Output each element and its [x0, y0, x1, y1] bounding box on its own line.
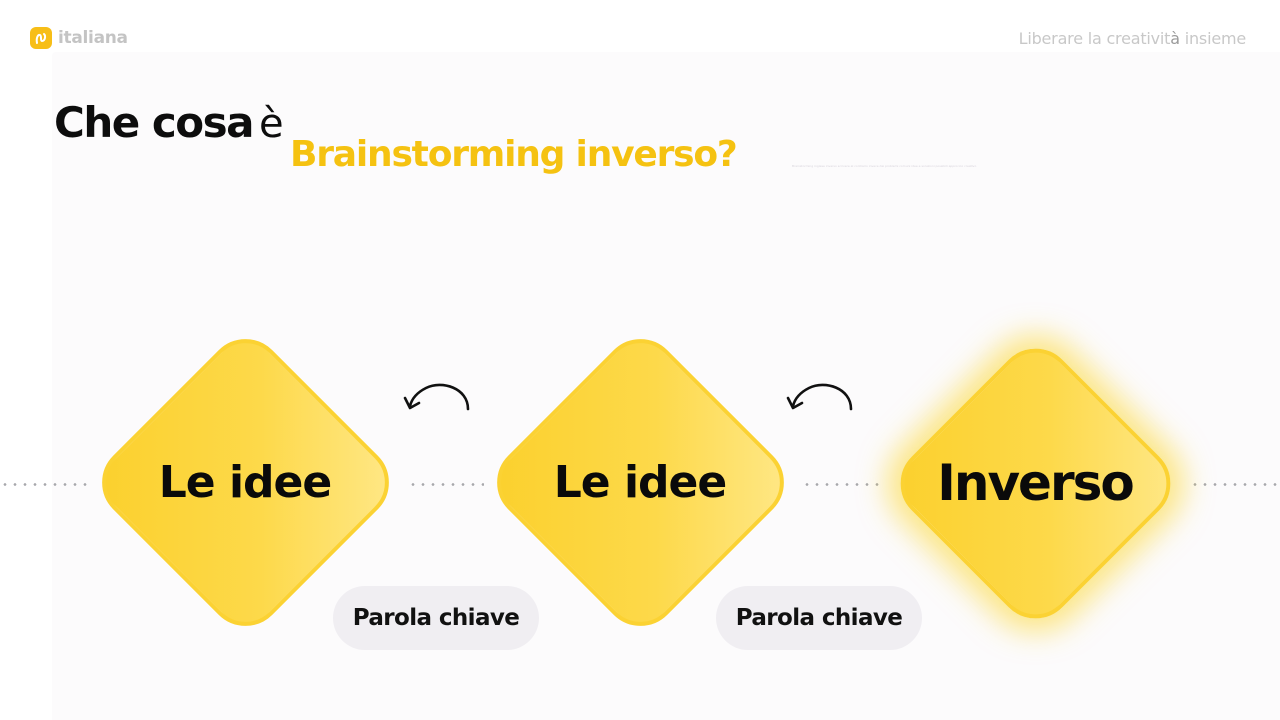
- title-main-text: Che cosa: [54, 98, 254, 147]
- fine-print: Brainstorming inglese inverso scrivere a…: [792, 164, 977, 168]
- tagline-accent: à: [1170, 29, 1180, 48]
- logo-swirl-icon: [30, 27, 52, 49]
- logo-text: italiana: [58, 28, 128, 48]
- brand-logo: italiana: [30, 27, 128, 49]
- tagline-suffix: insieme: [1179, 29, 1246, 48]
- curved-arrow-left-icon: [786, 383, 853, 411]
- flow-node-ideas-2: Le idee: [480, 322, 800, 642]
- title-highlight: Brainstorming inverso?: [290, 134, 738, 175]
- curved-arrow-left-icon: [403, 383, 470, 411]
- node-label: Le idee: [158, 456, 332, 508]
- dotted-line: [1190, 483, 1280, 486]
- dotted-line: [802, 483, 882, 486]
- title-connector: è: [258, 101, 284, 147]
- node-label: Inverso: [937, 454, 1134, 512]
- keyword-pill: Parola chiave: [716, 586, 922, 650]
- keyword-pill: Parola chiave: [333, 586, 539, 650]
- flow-node-inverse: Inverso: [884, 332, 1186, 634]
- node-label: Le idee: [553, 456, 727, 508]
- tagline: Liberare la creatività insieme: [1018, 29, 1247, 48]
- dotted-line: [0, 483, 88, 486]
- dotted-line: [408, 483, 484, 486]
- tagline-text: Liberare la creativit: [1018, 29, 1171, 48]
- flow-node-ideas-1: Le idee: [85, 322, 405, 642]
